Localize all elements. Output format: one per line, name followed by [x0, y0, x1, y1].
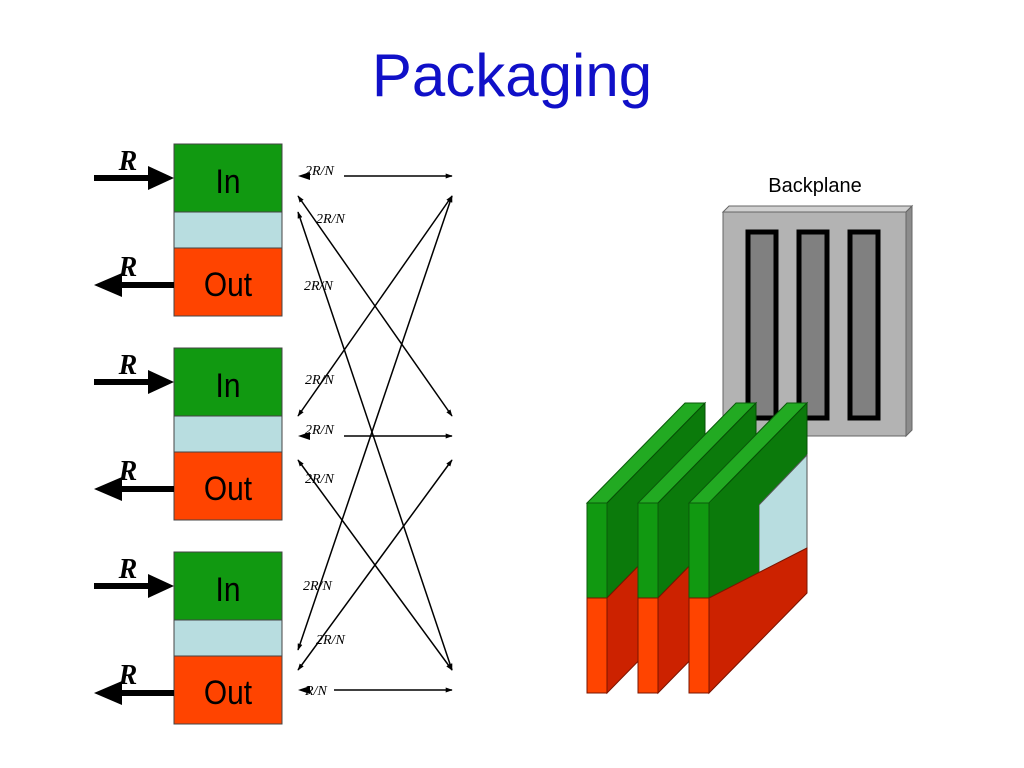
- mesh-rate-label: 2R/N: [305, 164, 334, 179]
- in-label: In: [216, 162, 241, 200]
- board-front-red: [637, 597, 659, 694]
- input-rate-label: R: [118, 350, 138, 381]
- mesh-link-head: [298, 686, 310, 694]
- mesh-rate-label: 2R/N: [305, 423, 334, 438]
- out-label: Out: [204, 469, 252, 507]
- out-label: Out: [204, 265, 252, 303]
- in-label: In: [216, 570, 241, 608]
- input-arrow-head: [148, 574, 174, 598]
- backplane-slot: [796, 229, 830, 421]
- backplane-top-edge: [721, 205, 914, 213]
- mesh-rate-label: 2R/N: [305, 472, 334, 487]
- linecard-board-3: [687, 401, 809, 695]
- board-front-red: [586, 597, 608, 694]
- backplane-side-edge: [905, 204, 913, 438]
- board-front-green: [637, 502, 659, 599]
- board-side-green-band: [709, 455, 759, 598]
- out-label: Out: [204, 673, 252, 711]
- output-arrow-head: [94, 273, 122, 297]
- buffer-box: [173, 619, 283, 657]
- mesh-rate-label: 2R/N: [304, 279, 333, 294]
- full-mesh-interconnect: [297, 172, 453, 694]
- input-rate-label: R: [118, 146, 138, 177]
- backplane-group: Backplane: [721, 175, 914, 438]
- board-front-green: [688, 502, 710, 599]
- backplane-slot: [847, 229, 881, 421]
- input-arrow-head: [148, 370, 174, 394]
- output-arrow-head: [94, 681, 122, 705]
- mesh-rate-label: 2R/N: [316, 212, 345, 227]
- buffer-box: [173, 415, 283, 453]
- in-box: [173, 143, 283, 213]
- out-box: [173, 451, 283, 521]
- backplane-label: Backplane: [768, 175, 861, 197]
- board-front-green: [586, 502, 608, 599]
- slide-title: Packaging: [371, 42, 653, 109]
- mesh-rate-label: 2R/N: [316, 633, 345, 648]
- output-rate-label: R: [118, 660, 138, 691]
- output-rate-label: R: [118, 252, 138, 283]
- mesh-rate-label: R/N: [304, 684, 327, 699]
- buffer-box: [173, 211, 283, 249]
- backplane-slots: [745, 229, 881, 421]
- board-front-red: [688, 597, 710, 694]
- out-box: [173, 247, 283, 317]
- in-label: In: [216, 366, 241, 404]
- out-box: [173, 655, 283, 725]
- output-arrow-head: [94, 477, 122, 501]
- input-arrow-head: [148, 166, 174, 190]
- mesh-rate-labels: 2R/N 2R/N 2R/N 2R/N 2R/N 2R/N 2R/N 2R/N R/N: [303, 164, 345, 699]
- mesh-link-head: [298, 172, 310, 180]
- output-rate-label: R: [118, 456, 138, 487]
- linecard-boards: [585, 401, 809, 695]
- mesh-rate-label: 2R/N: [303, 579, 332, 594]
- in-box: [173, 347, 283, 417]
- backplane-slot: [745, 229, 779, 421]
- mesh-link-diagonal: [297, 459, 453, 671]
- mesh-rate-label: 2R/N: [305, 373, 334, 388]
- input-rate-label: R: [118, 554, 138, 585]
